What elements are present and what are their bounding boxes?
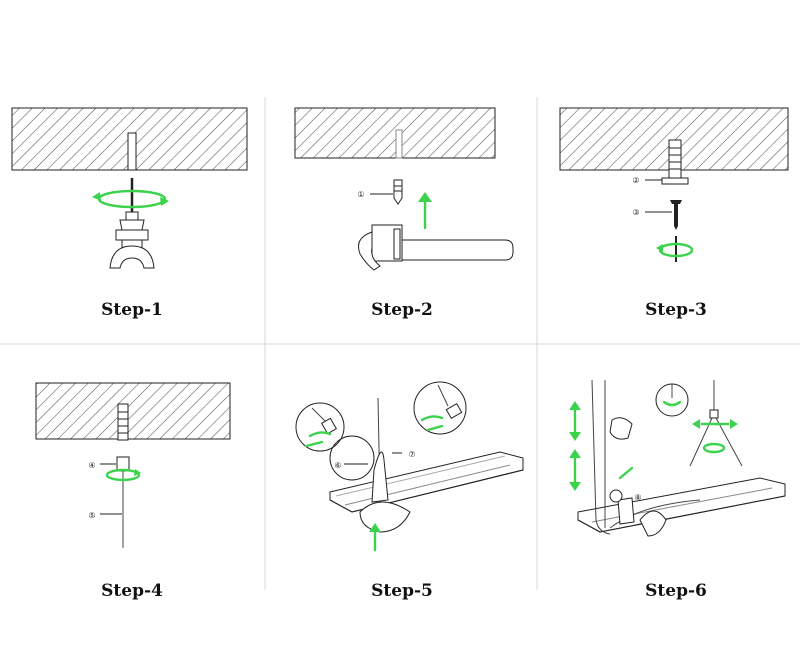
step-2-caption: Step-2: [371, 300, 433, 320]
label-3: ③: [632, 208, 639, 217]
label-2: ②: [632, 176, 639, 185]
detail-circle-left: [295, 402, 345, 452]
light-fixture-icon: [577, 477, 786, 533]
label-8: ⑧: [634, 493, 641, 502]
rotation-arrow-icon: [656, 242, 694, 258]
label-6: ⑥: [334, 461, 341, 470]
up-down-arrow-icon: [569, 401, 581, 491]
hammer-icon: [358, 224, 514, 271]
step-4-panel: ④ ⑤ Step-4: [35, 382, 231, 601]
label-5: ⑤: [88, 511, 95, 520]
fixture-bracket-icon: [359, 451, 411, 533]
step-1-caption: Step-1: [101, 300, 163, 320]
rotation-arrow-icon: [92, 189, 169, 209]
drill-hole: [127, 132, 137, 171]
detail-circle-top: [655, 383, 689, 417]
step-6-panel: ⑧ Step-6: [569, 379, 786, 601]
up-arrow-icon: [418, 192, 432, 230]
rotation-arrow-icon: [105, 468, 141, 482]
step-5-caption: Step-5: [371, 581, 433, 601]
label-7: ⑦: [408, 450, 415, 459]
ceiling-anchor-icon: [117, 403, 129, 441]
fixture-bracket-icon: [609, 417, 667, 537]
ceiling-anchor-icon: [661, 139, 689, 185]
light-fixture-icon: [329, 451, 524, 513]
label-4: ④: [88, 461, 95, 470]
up-arrow-icon: [369, 523, 381, 552]
label-1: ①: [357, 190, 364, 199]
ceiling-hatch: [294, 107, 496, 159]
drill-icon: [109, 178, 155, 269]
step-3-caption: Step-3: [645, 300, 707, 320]
adjustment-detail-icon: [689, 380, 743, 467]
step-3-panel: ② ③ Step-3: [559, 107, 789, 320]
anchor-plug-icon: [393, 179, 403, 205]
step-4-caption: Step-4: [101, 581, 163, 601]
step-2-panel: ① Step-2: [294, 107, 514, 320]
detail-circle-right: [413, 381, 467, 435]
step-5-panel: ⑦ ⑥ Step-5: [295, 381, 524, 601]
grid-dividers: [0, 97, 800, 590]
screw-icon: [670, 200, 682, 230]
ceiling-hatch: [35, 382, 231, 440]
step-1-panel: Step-1: [11, 107, 248, 320]
drill-hole: [395, 129, 403, 159]
step-6-caption: Step-6: [645, 581, 707, 601]
